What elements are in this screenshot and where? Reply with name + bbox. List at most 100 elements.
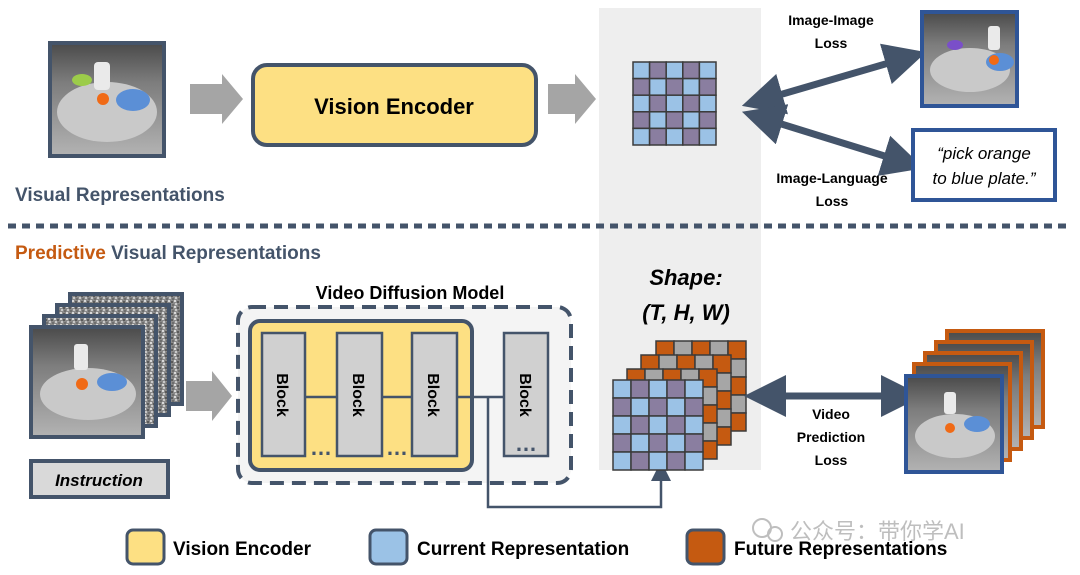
- legend-label-future: Future Representations: [734, 539, 947, 560]
- grid-cell: [630, 451, 650, 471]
- target-image-top: [920, 10, 1019, 108]
- grid-cell: [666, 451, 686, 471]
- language-caption-box: “pick orange to blue plate.”: [911, 128, 1057, 202]
- robot-gripper: [94, 62, 110, 90]
- image-language-loss-line1: Image-Language: [776, 170, 887, 186]
- grid-cell: [612, 451, 632, 471]
- grid-cell: [682, 127, 701, 146]
- grid-cell: [648, 379, 668, 399]
- watermark: 公众号：带你学AI: [752, 518, 965, 544]
- grid-cell: [630, 433, 650, 453]
- grid-cell: [682, 61, 701, 80]
- grid-cell: [648, 61, 667, 80]
- grid-cell: [665, 77, 684, 96]
- ellipsis-2: …: [386, 435, 408, 460]
- grid-cell: [632, 94, 651, 113]
- caption-line1: “pick orange: [937, 144, 1031, 163]
- block-1: Block: [260, 331, 307, 458]
- future-representation-grid-stack: [612, 340, 747, 471]
- grid-cell: [665, 94, 684, 113]
- grid-cell: [632, 127, 651, 146]
- grid-cell: [682, 111, 701, 130]
- video-loss-line1: Video: [812, 406, 850, 422]
- grid-cell: [612, 415, 632, 435]
- grid-cell: [632, 77, 651, 96]
- grid-cell: [698, 94, 717, 113]
- grid-cell: [632, 111, 651, 130]
- grid-cell: [665, 111, 684, 130]
- grid-cell: [666, 397, 686, 417]
- vision-encoder-box: Vision Encoder: [251, 63, 538, 147]
- grid-cell: [648, 433, 668, 453]
- legend-item-current-representation: Current Representation: [368, 528, 629, 566]
- grid-cell: [684, 451, 704, 471]
- video-diffusion-model-title: Video Diffusion Model: [316, 283, 505, 303]
- ellipsis-1: …: [310, 435, 332, 460]
- arrow-to-diffusion: [186, 371, 232, 421]
- grid-cell: [684, 379, 704, 399]
- predictive-visual-representations-label: Predictive Visual Representations: [15, 243, 321, 264]
- visual-representations-label: Visual Representations: [15, 185, 225, 206]
- grid-cell: [648, 451, 668, 471]
- vision-encoder-label: Vision Encoder: [314, 94, 474, 119]
- block-3-label: Block: [424, 373, 441, 417]
- grid-cell: [698, 77, 717, 96]
- video-loss-line2: Prediction: [797, 429, 865, 445]
- grid-cell: [648, 111, 667, 130]
- grid-cell: [684, 433, 704, 453]
- grid-cell: [684, 415, 704, 435]
- image-image-arrow: [741, 43, 927, 115]
- legend-item-vision-encoder: Vision Encoder: [125, 528, 312, 566]
- blue-plate: [116, 89, 150, 111]
- grid-cell: [612, 397, 632, 417]
- grid-cell: [682, 94, 701, 113]
- image-language-loss-line2: Loss: [816, 193, 849, 209]
- grid-cell: [666, 379, 686, 399]
- video-diffusion-model-box: Block Block Block Block … … …: [236, 305, 573, 485]
- current-representation-grid: [632, 61, 717, 146]
- block-4: Block: [502, 331, 550, 458]
- visual-representations-word: Visual Representations: [106, 243, 321, 264]
- grid-cell: [648, 415, 668, 435]
- grid-cell: [682, 77, 701, 96]
- legend-swatch-vision-encoder: [125, 528, 166, 566]
- video-loss-line3: Loss: [815, 452, 848, 468]
- legend-swatch-future: [685, 528, 726, 566]
- orange-object: [97, 93, 109, 105]
- predictive-word: Predictive: [15, 243, 106, 264]
- watermark-text: 公众号：带你学AI: [790, 519, 965, 544]
- ellipsis-3: …: [515, 431, 537, 456]
- grid-cell: [612, 379, 632, 399]
- grid-cell: [666, 415, 686, 435]
- grid-cell: [648, 77, 667, 96]
- block-1-label: Block: [273, 373, 290, 417]
- grid-cell: [698, 127, 717, 146]
- grid-cell: [698, 61, 717, 80]
- grid-cell: [632, 61, 651, 80]
- instruction-label: Instruction: [55, 471, 143, 490]
- current-grid-layer-front: [612, 379, 704, 471]
- grid-cell: [630, 379, 650, 399]
- grid-cell: [648, 127, 667, 146]
- legend-label-vision-encoder: Vision Encoder: [173, 539, 312, 560]
- feature-extraction-arrow: [486, 397, 671, 509]
- grid-cell: [665, 61, 684, 80]
- shape-label: Shape:: [649, 265, 722, 290]
- block-2-label: Block: [349, 373, 366, 417]
- input-image-top: [48, 41, 166, 158]
- caption-line2: to blue plate.”: [932, 169, 1036, 188]
- grid-cell: [665, 127, 684, 146]
- image-language-arrow: [741, 104, 925, 176]
- grid-cell: [648, 94, 667, 113]
- block-3: Block: [410, 331, 459, 458]
- image-image-loss-line1: Image-Image: [788, 12, 874, 28]
- legend: Vision Encoder Current Representation Fu…: [125, 528, 947, 566]
- noisy-frame-stack: [29, 292, 184, 439]
- current-grid-layer: [632, 61, 717, 146]
- legend-swatch-current: [368, 528, 409, 566]
- arrow-to-encoder: [190, 74, 243, 124]
- legend-label-current: Current Representation: [417, 539, 629, 560]
- grid-cell: [612, 433, 632, 453]
- block-4-label: Block: [516, 373, 533, 417]
